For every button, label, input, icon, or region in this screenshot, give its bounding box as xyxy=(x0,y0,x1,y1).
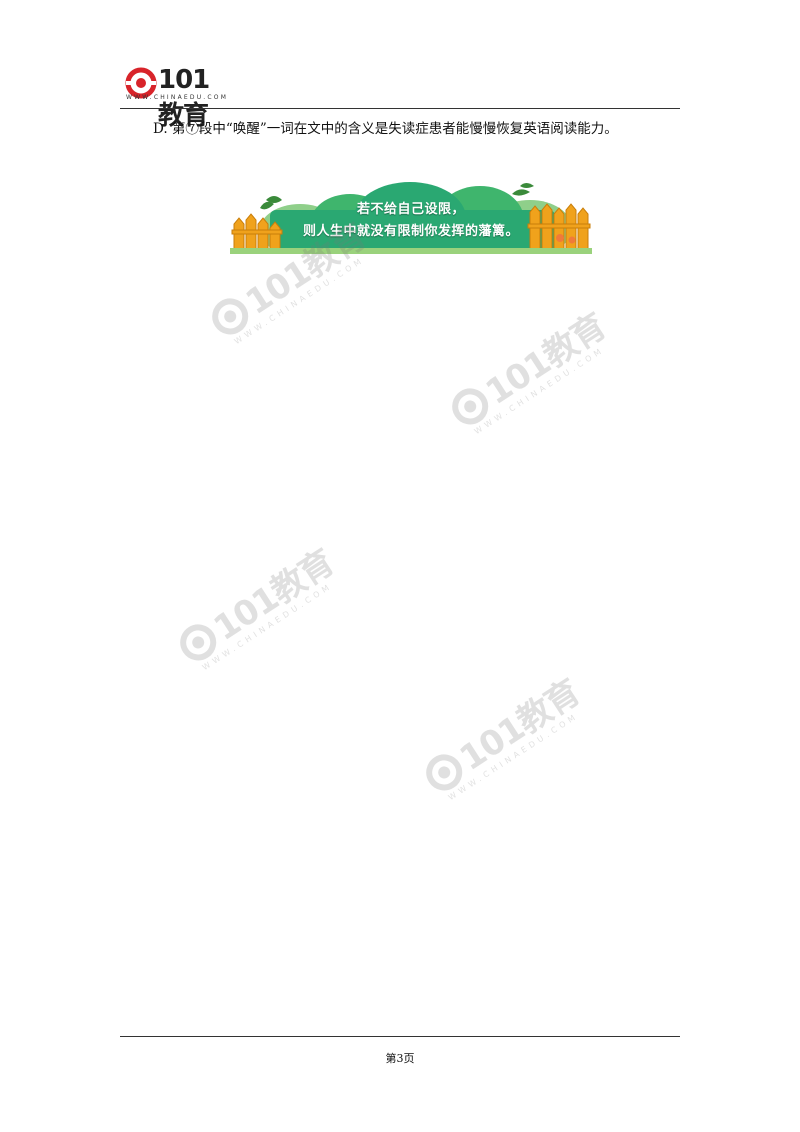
motto-banner: 若不给自己设限， 则人生中就没有限制你发挥的藩篱。 xyxy=(230,180,592,254)
page-number: 第3页 xyxy=(385,1052,415,1065)
watermark: 101教育 WWW.CHINAEDU.COM xyxy=(193,197,388,362)
banner-illustration xyxy=(230,182,592,254)
banner-line-1: 若不给自己设限， xyxy=(356,202,465,217)
banner-line-2: 则人生中就没有限制你发挥的藩篱。 xyxy=(302,224,519,239)
watermark-logo-icon xyxy=(452,388,489,425)
logo-text: 101教育 xyxy=(158,65,210,131)
option-d-text: D. 第⑦段中“唤醒”一词在文中的含义是失读症患者能慢慢恢复英语阅读能力。 xyxy=(153,121,618,137)
watermark: 101教育 WWW.CHINAEDU.COM xyxy=(433,287,628,452)
logo-ring-icon xyxy=(125,67,157,99)
watermark-logo-icon xyxy=(212,298,249,335)
watermark-logo-icon xyxy=(426,754,463,791)
watermark-logo-icon xyxy=(180,624,217,661)
watermark: 101教育 WWW.CHINAEDU.COM xyxy=(161,523,356,688)
logo-url: WWW.CHINAEDU.COM xyxy=(126,94,229,101)
header-divider xyxy=(120,108,680,109)
header-logo: 101教育 WWW.CHINAEDU.COM xyxy=(124,62,234,131)
footer-divider xyxy=(120,1036,680,1037)
watermark: 101教育 WWW.CHINAEDU.COM xyxy=(407,653,602,818)
